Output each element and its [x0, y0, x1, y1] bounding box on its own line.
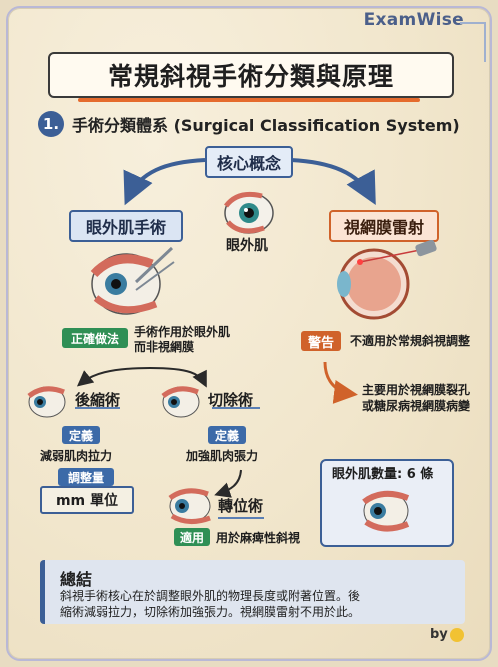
recession-desc: 減弱肌肉拉力: [40, 449, 113, 463]
resection-eye-icon: [161, 386, 200, 418]
laser-usage-line2: 或糖尿病視網膜病變: [362, 399, 471, 413]
section-heading: 手術分類體系 (Surgical Classification System): [72, 116, 460, 135]
resection-title: 切除術: [208, 391, 254, 409]
transposition-title: 轉位術: [218, 497, 264, 515]
retina-laser-illustration: [337, 240, 437, 320]
brand-logo: ExamWise: [363, 10, 464, 30]
summary-line1: 斜視手術核心在於調整眼外肌的物理長度或附著位置。後: [60, 589, 361, 603]
warning-tag: 警告: [301, 331, 341, 351]
brand-frame-line: [460, 22, 485, 24]
recession-title: 後縮術: [75, 391, 121, 409]
correct-approach-tag: 正確做法: [62, 328, 128, 348]
laser-usage-line1: 主要用於視網膜裂孔: [362, 383, 471, 397]
page-title: 常規斜視手術分類與原理: [48, 52, 454, 98]
transposition-eye-icon: [168, 488, 211, 524]
muscle-count-label: 眼外肌數量: 6 條: [332, 467, 434, 482]
transposition-desc: 用於麻痺性斜視: [216, 531, 301, 545]
warning-desc: 不適用於常規斜視調整: [350, 334, 471, 348]
correct-approach-desc-line2: 而非視網膜: [134, 340, 195, 354]
adjustment-tag: 調整量: [58, 468, 114, 486]
summary-line2: 縮術減弱拉力，切除術加強張力。視網膜雷射不用於此。: [60, 605, 361, 619]
core-concept-box: 核心概念: [205, 146, 293, 178]
brand-frame-line-vertical: [484, 22, 486, 62]
summary-box: [40, 560, 465, 624]
eye-icon: [224, 191, 274, 234]
six-muscles-eye-icon: [362, 490, 410, 532]
adjustment-unit-box: mm 單位: [40, 486, 134, 514]
retinal-laser-box: 視網膜雷射: [329, 210, 439, 242]
correct-approach-desc-line1: 手術作用於眼外肌: [134, 325, 231, 339]
recession-definition-tag: 定義: [62, 426, 100, 444]
section-number: 1.: [38, 111, 64, 137]
resection-desc: 加強肌肉張力: [186, 449, 259, 463]
center-eye-label: 眼外肌: [226, 238, 268, 254]
summary-title: 總結: [60, 570, 93, 589]
recession-eye-icon: [27, 386, 66, 418]
title-underline: [78, 98, 420, 102]
eye-surgery-illustration: [90, 246, 175, 315]
transposition-applicable-tag: 適用: [174, 528, 210, 546]
signature-logo-icon: [450, 628, 464, 642]
resection-definition-tag: 定義: [208, 426, 246, 444]
signature-text: by: [430, 627, 448, 642]
eom-surgery-box: 眼外肌手術: [69, 210, 183, 242]
